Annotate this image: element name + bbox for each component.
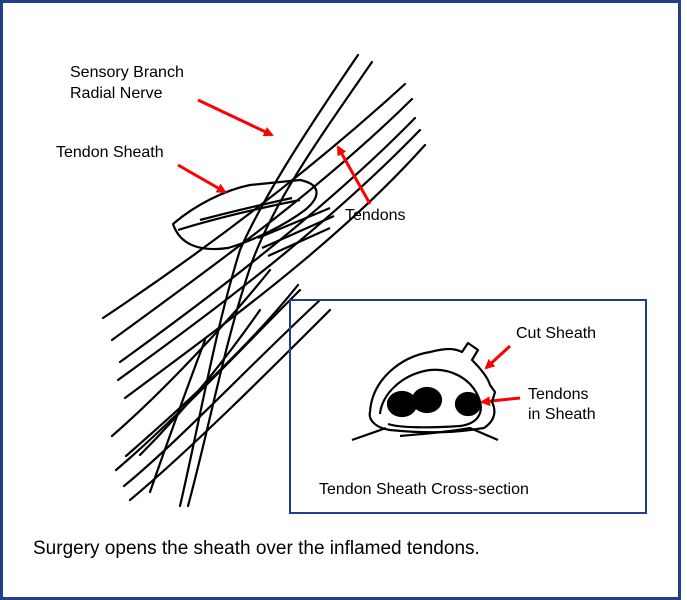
figure-caption: Surgery opens the sheath over the inflam… xyxy=(33,538,480,560)
label-sensory-branch-line2: Radial Nerve xyxy=(70,84,162,103)
label-sensory-branch-line1: Sensory Branch xyxy=(70,63,184,82)
inset-title: Tendon Sheath Cross-section xyxy=(319,480,529,499)
label-tendon-sheath: Tendon Sheath xyxy=(56,143,164,162)
arrow-tendon-sheath xyxy=(178,165,225,192)
arrow-sensory-branch xyxy=(198,100,272,135)
label-tendons-in-sheath-line1: Tendons xyxy=(528,385,589,404)
label-tendons: Tendons xyxy=(345,206,406,225)
label-cut-sheath: Cut Sheath xyxy=(516,324,596,343)
tendon-line xyxy=(103,84,405,318)
arrow-tendons xyxy=(338,147,370,204)
label-tendons-in-sheath-line2: in Sheath xyxy=(528,405,596,424)
